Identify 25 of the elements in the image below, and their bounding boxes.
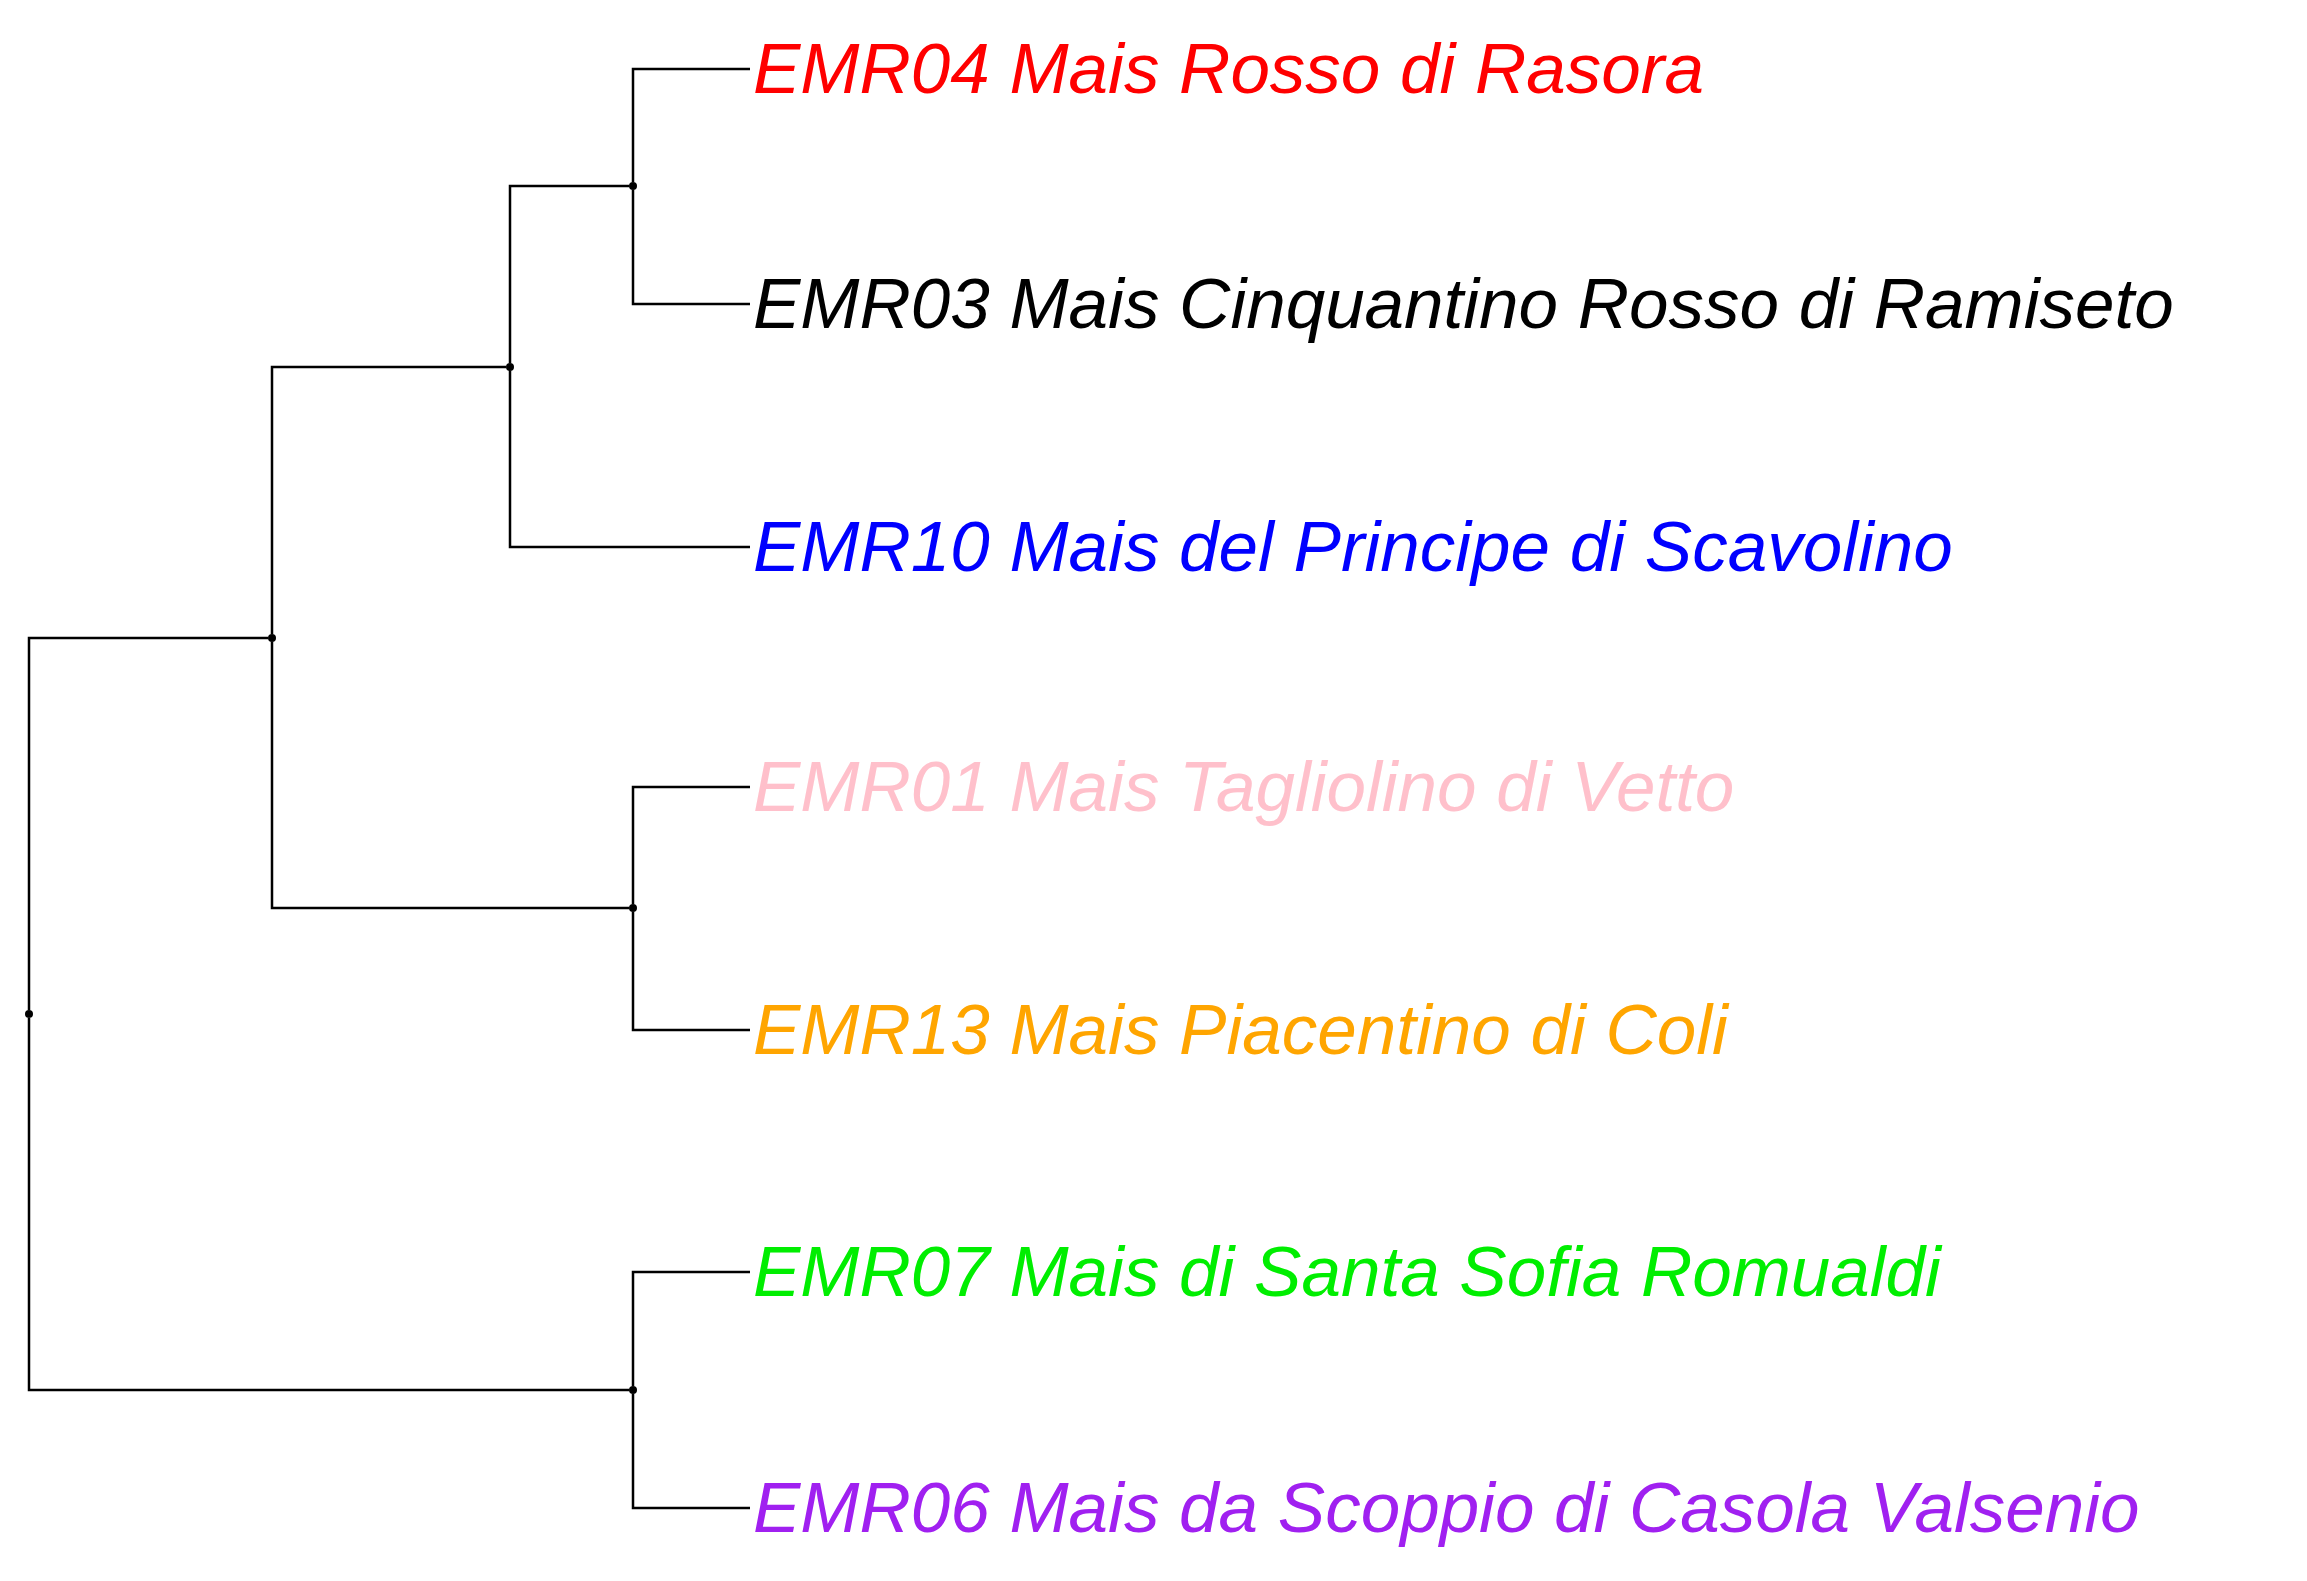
branch-node (629, 182, 637, 190)
tree-branch (631, 190, 750, 306)
tree-branch (270, 365, 506, 634)
leaf-label: EMR13 Mais Piacentino di Coli (753, 990, 1728, 1070)
tree-branch (631, 1394, 750, 1510)
branch-node (268, 634, 276, 642)
branch-node (629, 904, 637, 912)
leaf-label: EMR07 Mais di Santa Sofia Romualdi (753, 1232, 1941, 1312)
leaf-label: EMR06 Mais da Scoppio di Casola Valsenio (753, 1468, 2140, 1548)
leaf-label: EMR10 Mais del Principe di Scavolino (753, 507, 1953, 587)
tree-branch (508, 184, 629, 363)
tree-branch (631, 785, 750, 904)
leaf-label: EMR03 Mais Cinquantino Rosso di Ramiseto (753, 264, 2174, 344)
tree-branch (508, 371, 750, 549)
tree-branch (270, 642, 629, 910)
leaf-label: EMR01 Mais Tagliolino di Vetto (753, 747, 1735, 827)
tree-branch (631, 67, 750, 182)
leaf-label: EMR04 Mais Rosso di Rasora (753, 29, 1704, 109)
branch-node (629, 1386, 637, 1394)
tree-branch (27, 1018, 629, 1392)
tree-branch (631, 1270, 750, 1386)
branch-node (506, 363, 514, 371)
tree-branch (631, 912, 750, 1032)
tree-branch (27, 636, 268, 1010)
branch-node (25, 1010, 33, 1018)
